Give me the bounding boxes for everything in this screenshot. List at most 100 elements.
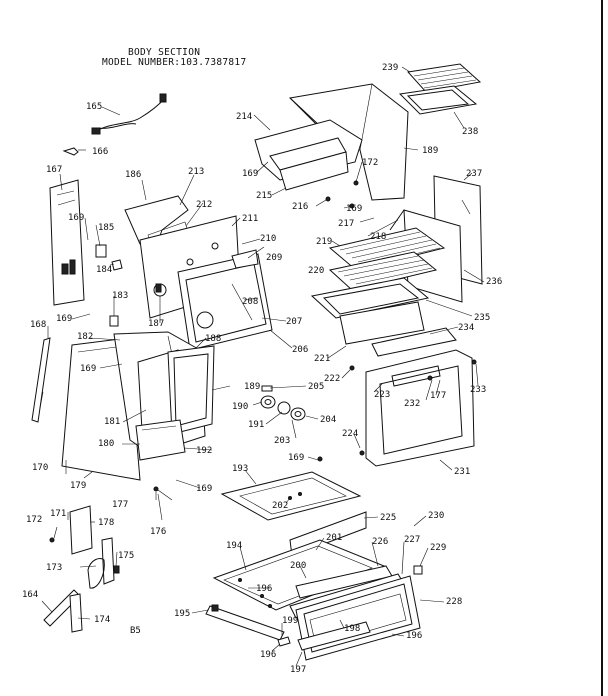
broiler-rack-220 bbox=[328, 251, 438, 291]
drawer-bottom-193 bbox=[220, 471, 362, 521]
label-202: 202 bbox=[272, 501, 288, 511]
label-209: 209 bbox=[266, 253, 282, 263]
label-193: 193 bbox=[232, 464, 248, 474]
label-214: 214 bbox=[236, 112, 252, 122]
label-175: 175 bbox=[118, 551, 134, 561]
label-169-d: 169 bbox=[196, 484, 212, 494]
label-164: 164 bbox=[22, 590, 38, 600]
label-177-a: 177 bbox=[112, 500, 128, 510]
broiler-pan-235 bbox=[310, 277, 430, 319]
label-227: 227 bbox=[404, 535, 420, 545]
drip-pan-238 bbox=[398, 85, 478, 115]
knob-190 bbox=[260, 395, 276, 409]
bottom-trim-197 bbox=[297, 621, 371, 651]
label-190: 190 bbox=[232, 402, 248, 412]
label-223: 223 bbox=[374, 390, 390, 400]
label-232: 232 bbox=[404, 399, 420, 409]
label-201: 201 bbox=[326, 533, 342, 543]
screw-177 bbox=[153, 486, 159, 492]
knob-205 bbox=[261, 385, 273, 392]
diagram-title: BODY SECTION bbox=[128, 47, 200, 58]
label-221: 221 bbox=[314, 354, 330, 364]
label-194: 194 bbox=[226, 541, 242, 551]
label-169-e: 169 bbox=[242, 169, 258, 179]
label-219: 219 bbox=[316, 237, 332, 247]
label-169-a: 169 bbox=[68, 213, 84, 223]
label-220: 220 bbox=[308, 266, 324, 276]
label-199: 199 bbox=[282, 616, 298, 626]
label-172-b: 172 bbox=[362, 158, 378, 168]
label-165: 165 bbox=[86, 102, 102, 112]
label-172-a: 172 bbox=[26, 515, 42, 525]
drip-tray-221 bbox=[339, 301, 457, 357]
drawer-body-194 bbox=[212, 539, 386, 611]
label-174: 174 bbox=[94, 615, 110, 625]
label-189-a: 189 bbox=[244, 382, 260, 392]
door-liner-188 bbox=[167, 345, 215, 435]
label-211: 211 bbox=[242, 214, 258, 224]
label-182: 182 bbox=[77, 332, 93, 342]
knob-191 bbox=[277, 401, 291, 415]
trim-strip-168 bbox=[31, 337, 51, 423]
label-191: 191 bbox=[248, 420, 264, 430]
oven-rack-219 bbox=[328, 227, 446, 271]
knob-204 bbox=[290, 407, 306, 421]
screw-216 bbox=[325, 196, 331, 202]
screw-222 bbox=[349, 365, 355, 371]
label-217: 217 bbox=[338, 219, 354, 229]
label-179: 179 bbox=[70, 481, 86, 491]
label-178: 178 bbox=[98, 518, 114, 528]
label-236: 236 bbox=[486, 277, 502, 287]
label-170: 170 bbox=[32, 463, 48, 473]
label-198: 198 bbox=[344, 624, 360, 634]
drawer-rail-195 bbox=[205, 604, 285, 641]
label-238: 238 bbox=[462, 127, 478, 137]
label-224: 224 bbox=[342, 429, 358, 439]
label-180: 180 bbox=[98, 439, 114, 449]
screw-172 bbox=[49, 537, 55, 543]
label-183: 183 bbox=[112, 291, 128, 301]
screw-169-a bbox=[317, 456, 323, 462]
label-231: 231 bbox=[454, 467, 470, 477]
bracket-184 bbox=[111, 259, 123, 271]
leader-lines bbox=[39, 66, 485, 667]
label-229: 229 bbox=[430, 543, 446, 553]
side-panel-167 bbox=[49, 179, 85, 306]
label-228: 228 bbox=[446, 597, 462, 607]
label-200: 200 bbox=[290, 561, 306, 571]
label-239: 239 bbox=[382, 63, 398, 73]
part-labels: 165 166 167 186 213 212 211 210 169 185 … bbox=[22, 63, 502, 675]
clip-229 bbox=[413, 565, 423, 575]
label-187: 187 bbox=[148, 319, 164, 329]
label-176: 176 bbox=[150, 527, 166, 537]
label-173: 173 bbox=[46, 563, 62, 573]
label-181: 181 bbox=[104, 417, 120, 427]
screw-196 bbox=[277, 636, 291, 647]
label-204: 204 bbox=[320, 415, 336, 425]
label-205: 205 bbox=[308, 382, 324, 392]
label-186: 186 bbox=[125, 170, 141, 180]
label-210: 210 bbox=[260, 234, 276, 244]
label-196-b: 196 bbox=[406, 631, 422, 641]
label-230: 230 bbox=[428, 511, 444, 521]
hinge-bracket-178 bbox=[69, 505, 93, 555]
label-222: 222 bbox=[324, 374, 340, 384]
label-197: 197 bbox=[290, 665, 306, 675]
label-169-f: 169 bbox=[346, 204, 362, 214]
label-188: 188 bbox=[205, 334, 221, 344]
clip-183 bbox=[109, 315, 119, 327]
label-177-b: 177 bbox=[430, 391, 446, 401]
grate-239 bbox=[407, 63, 482, 93]
label-207: 207 bbox=[286, 317, 302, 327]
hinge-173 bbox=[87, 537, 120, 589]
label-218: 218 bbox=[370, 232, 386, 242]
label-184: 184 bbox=[96, 265, 112, 275]
label-169-b: 169 bbox=[56, 314, 72, 324]
label-195: 195 bbox=[174, 609, 190, 619]
label-234: 234 bbox=[458, 323, 474, 333]
label-185: 185 bbox=[98, 223, 114, 233]
label-192: 192 bbox=[196, 446, 212, 456]
page-mark: B5 bbox=[130, 626, 141, 636]
screw-224 bbox=[359, 450, 365, 456]
